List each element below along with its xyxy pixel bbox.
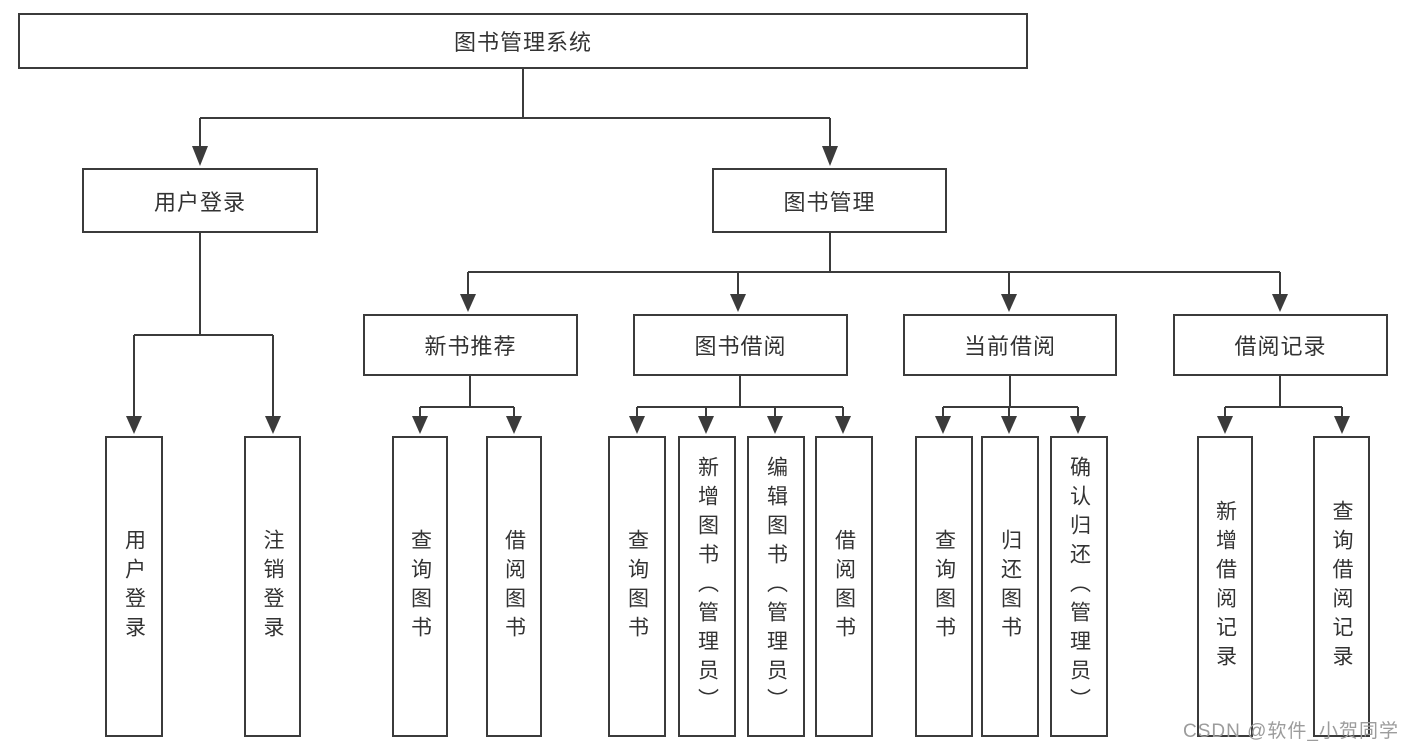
leaf-edit-book-admin: 编辑图书（管理员） (747, 436, 805, 737)
node-root-system: 图书管理系统 (18, 13, 1028, 69)
arrow-down-icon (506, 416, 522, 434)
arrow-down-icon (192, 146, 208, 166)
arrow-down-icon (822, 146, 838, 166)
leaf-borrow-books: 借阅图书 (486, 436, 542, 737)
arrow-down-icon (767, 416, 783, 434)
node-borrow-records: 借阅记录 (1173, 314, 1388, 376)
arrow-down-icon (629, 416, 645, 434)
arrow-down-icon (698, 416, 714, 434)
leaf-query-books: 查询图书 (608, 436, 666, 737)
leaf-add-book-admin: 新增图书（管理员） (678, 436, 736, 737)
node-book-management: 图书管理 (712, 168, 947, 233)
arrow-down-icon (460, 294, 476, 312)
arrow-down-icon (1272, 294, 1288, 312)
arrow-down-icon (1070, 416, 1086, 434)
arrow-down-icon (835, 416, 851, 434)
leaf-borrow-books: 借阅图书 (815, 436, 873, 737)
leaf-confirm-return-admin: 确认归还（管理员） (1050, 436, 1108, 737)
leaf-add-borrow-record: 新增借阅记录 (1197, 436, 1253, 737)
leaf-query-books: 查询图书 (392, 436, 448, 737)
arrow-down-icon (265, 416, 281, 434)
arrow-down-icon (730, 294, 746, 312)
arrow-down-icon (1334, 416, 1350, 434)
node-book-borrow: 图书借阅 (633, 314, 848, 376)
leaf-user-login: 用户登录 (105, 436, 163, 737)
arrow-down-icon (1001, 294, 1017, 312)
arrow-down-icon (1217, 416, 1233, 434)
arrow-down-icon (935, 416, 951, 434)
node-new-book-recommend: 新书推荐 (363, 314, 578, 376)
leaf-query-borrow-record: 查询借阅记录 (1313, 436, 1370, 737)
node-user-login: 用户登录 (82, 168, 318, 233)
arrow-down-icon (412, 416, 428, 434)
node-current-borrow: 当前借阅 (903, 314, 1117, 376)
leaf-return-books: 归还图书 (981, 436, 1039, 737)
arrow-down-icon (1001, 416, 1017, 434)
csdn-watermark: CSDN @软件_小贺同学 (1183, 721, 1399, 742)
arrow-down-icon (126, 416, 142, 434)
leaf-query-books: 查询图书 (915, 436, 973, 737)
leaf-logout: 注销登录 (244, 436, 301, 737)
